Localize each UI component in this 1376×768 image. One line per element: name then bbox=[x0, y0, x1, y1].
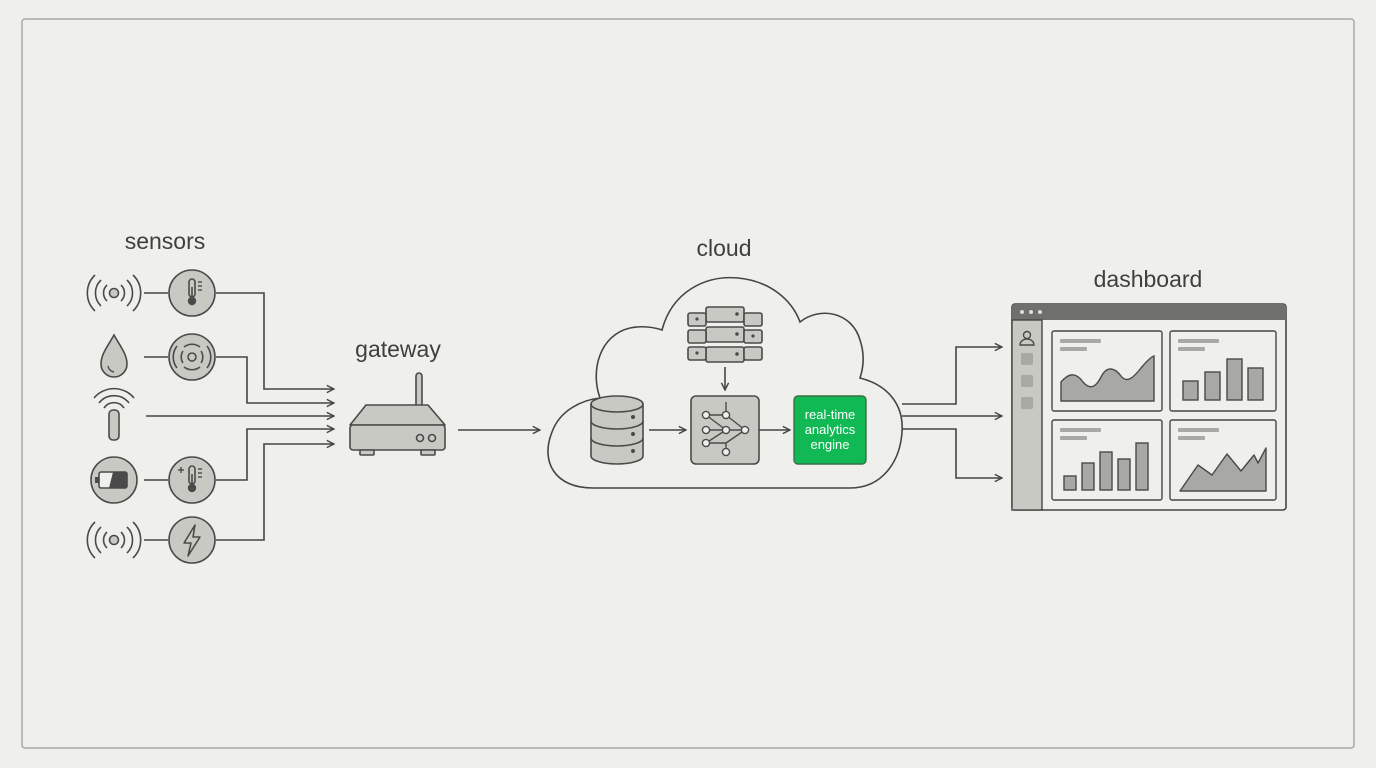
thermometer-icon bbox=[168, 269, 216, 317]
user-icon bbox=[1019, 330, 1035, 346]
engine-label-line3: engine bbox=[810, 437, 849, 452]
engine-label-line1: real-time bbox=[805, 407, 856, 422]
wireless-signal-icon bbox=[86, 274, 142, 312]
diagram-frame bbox=[21, 18, 1355, 749]
sensor-group bbox=[86, 269, 216, 564]
database-icon bbox=[590, 395, 644, 465]
gateway-label: gateway bbox=[355, 336, 441, 362]
sensors-label: sensors bbox=[125, 228, 206, 254]
dashboard-bar-chart-panel bbox=[1169, 330, 1277, 412]
engine-label-line2: analytics bbox=[805, 422, 856, 437]
vibration-sensor-icon bbox=[168, 333, 216, 381]
dashboard-label: dashboard bbox=[1094, 266, 1203, 292]
cloud-label: cloud bbox=[697, 235, 752, 261]
server-stack-icon bbox=[687, 306, 763, 363]
wireless-signal-icon bbox=[86, 521, 142, 559]
sensor-connectors bbox=[146, 292, 334, 541]
water-drop-icon bbox=[100, 333, 128, 378]
neural-network-icon bbox=[690, 395, 760, 465]
thermometer-plus-icon bbox=[168, 456, 216, 504]
rfid-tag-icon bbox=[93, 387, 135, 441]
battery-icon bbox=[90, 456, 138, 504]
cloud-to-dashboard-connectors bbox=[902, 347, 1002, 478]
dashboard-window bbox=[1011, 303, 1287, 511]
dashboard-bar-chart-panel bbox=[1051, 419, 1163, 501]
lightning-icon bbox=[168, 516, 216, 564]
analytics-engine-box: real-time analytics engine bbox=[793, 395, 867, 465]
gateway-router-icon bbox=[349, 372, 446, 456]
dashboard-line-chart-panel bbox=[1169, 419, 1277, 501]
dashboard-area-chart-panel bbox=[1051, 330, 1163, 412]
